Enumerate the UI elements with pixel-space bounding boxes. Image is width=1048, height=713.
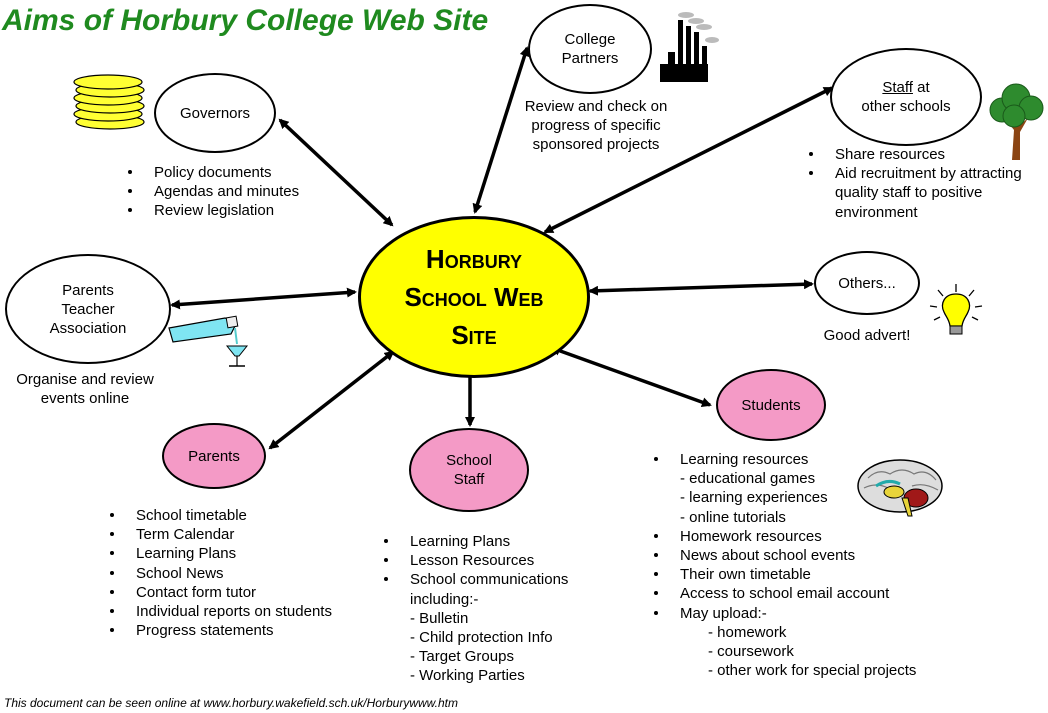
list-item: Share resources (806, 145, 1022, 164)
node-governors-label: Governors (179, 104, 251, 122)
note-others: Good advert! (823, 327, 911, 344)
list-item: - other work for special projects (708, 662, 917, 680)
note-pta-line2: events online (40, 390, 130, 407)
brain-icon (857, 459, 943, 517)
list-staff-other-schools: Share resources Aid recruitment by attra… (806, 145, 1022, 222)
list-item: quality staff to positive (835, 184, 983, 202)
list-item: School timetable (107, 506, 332, 525)
node-students-label: Students (741, 396, 801, 414)
list-students: Learning resources - educational games -… (651, 450, 916, 680)
node-parents: Parents (162, 423, 266, 489)
note-cp-line3: sponsored projects (532, 136, 660, 153)
list-item: - educational games (680, 470, 816, 488)
list-item: Learning resources (651, 450, 916, 469)
node-college-partners: College Partners (528, 4, 652, 94)
footer-note: This document can be seen online at www.… (4, 696, 458, 710)
list-school-staff: Learning Plans Lesson Resources School c… (381, 532, 568, 686)
list-item: Lesson Resources (381, 551, 568, 570)
pouring-bottle-icon (168, 315, 249, 367)
node-others-label: Others... (838, 274, 896, 292)
list-item: Aid recruitment by attracting (806, 164, 1022, 183)
list-item: Policy documents (125, 163, 299, 182)
coins-icon (73, 74, 145, 130)
node-school-staff-line1: School (446, 452, 492, 469)
arrow-students (550, 346, 712, 407)
center-line-3: Site (451, 320, 497, 350)
list-item: - Child protection Info (410, 629, 553, 647)
node-students: Students (716, 369, 826, 441)
center-line-1: Horbury (425, 244, 523, 274)
list-item: - homework (708, 623, 787, 641)
diagram-title: Aims of Horbury College Web Site (2, 4, 489, 37)
arrow-staff-other (543, 86, 834, 234)
list-item: Agendas and minutes (125, 182, 299, 201)
list-item: Access to school email account (651, 584, 916, 603)
list-item: Learning Plans (107, 544, 332, 563)
node-college-partners-line1: College (564, 31, 616, 48)
center-node-horbury-school-web-site: Horbury School Web Site (358, 216, 590, 378)
node-staff-underlined: Staff (882, 79, 913, 96)
node-pta-line1: Parents (62, 281, 114, 299)
note-cp-line2: progress of specific (531, 117, 661, 134)
list-item: - Target Groups (410, 648, 514, 666)
note-college-partners: Review and check on progress of specific… (508, 97, 684, 154)
arrow-college-partners (472, 46, 530, 214)
node-college-partners-line2: Partners (561, 50, 619, 67)
list-item: - online tutorials (680, 508, 786, 526)
center-line-2: School Web (404, 282, 544, 312)
node-others: Others... (814, 251, 920, 315)
list-item: - Working Parties (410, 667, 525, 685)
list-item: Term Calendar (107, 525, 332, 544)
arrow-pta (170, 287, 357, 310)
list-parents: School timetable Term Calendar Learning … (107, 506, 332, 640)
node-staff-rest: at (912, 79, 930, 96)
light-bulb-icon (929, 284, 983, 335)
list-item: School News (107, 564, 332, 583)
node-staff-other-schools: Staff at other schools (830, 48, 982, 146)
note-pta: Organise and review events online (4, 370, 166, 408)
node-school-staff-line2: Staff (453, 471, 485, 488)
arrow-parents (268, 350, 395, 450)
list-item: - Bulletin (410, 609, 469, 627)
arrow-governors (278, 118, 394, 227)
node-parents-label: Parents (188, 447, 240, 465)
list-item: including:- (410, 590, 479, 608)
list-governors: Policy documents Agendas and minutes Rev… (125, 163, 299, 221)
node-governors: Governors (154, 73, 276, 153)
factory-icon (660, 12, 719, 82)
node-staff-other-line1: Staff at (861, 78, 950, 97)
list-item: Review legislation (125, 201, 299, 220)
list-item: Progress statements (107, 621, 332, 640)
arrow-others (588, 279, 814, 296)
list-item: News about school events (651, 546, 916, 565)
node-pta: Parents Teacher Association (5, 254, 171, 364)
list-item: May upload:- (651, 604, 916, 623)
list-item: environment (835, 203, 918, 221)
list-item: - learning experiences (680, 489, 828, 507)
node-school-staff: School Staff (409, 428, 529, 512)
tree-icon (989, 83, 1044, 160)
list-item: Individual reports on students (107, 602, 332, 621)
node-pta-line2: Teacher (61, 300, 115, 318)
list-item: - coursework (708, 643, 794, 661)
note-pta-line1: Organise and review (16, 371, 154, 388)
list-item: Their own timetable (651, 565, 916, 584)
note-cp-line1: Review and check on (524, 98, 668, 115)
node-staff-other-line2: other schools (861, 98, 951, 115)
list-item: Contact form tutor (107, 583, 332, 602)
list-item: Homework resources (651, 527, 916, 546)
list-item: Learning Plans (381, 532, 568, 551)
list-item: School communications (381, 570, 568, 589)
node-pta-line3: Association (49, 319, 127, 337)
